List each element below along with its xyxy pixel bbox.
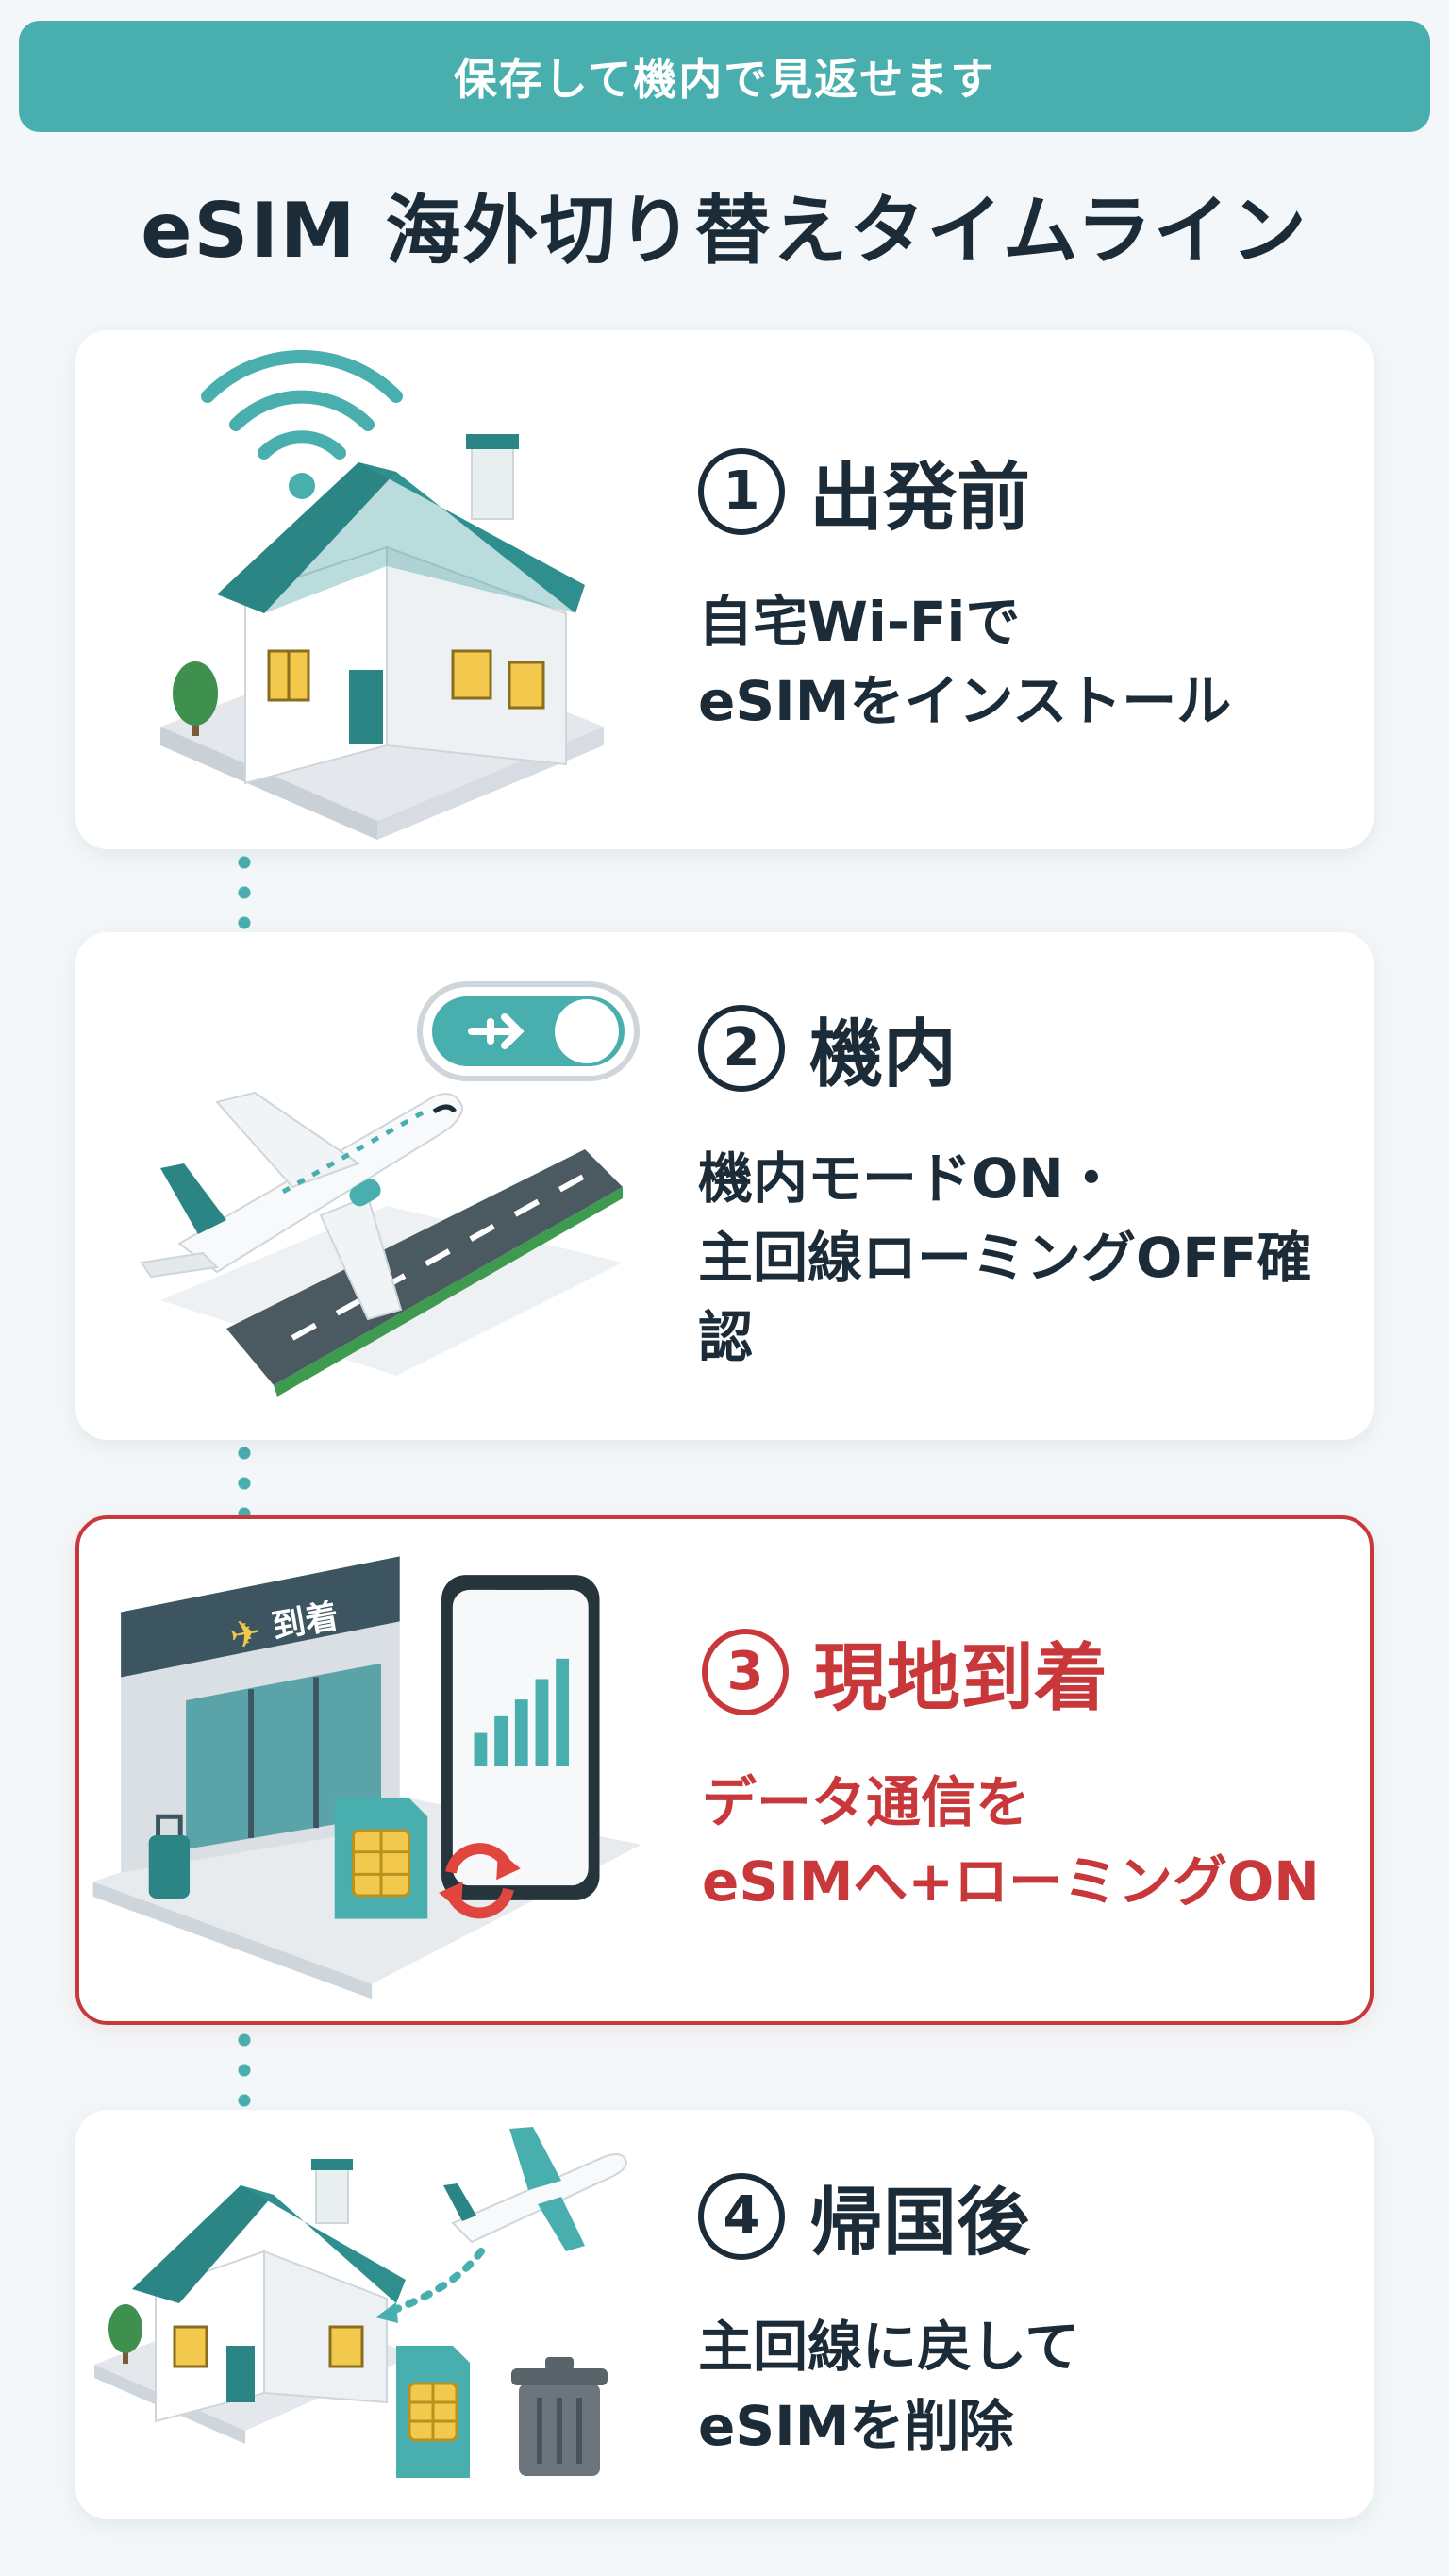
- step-card-after-return: 4 帰国後 主回線に戻して eSIMを削除: [75, 2110, 1374, 2519]
- banner-text: 保存して機内で見返せます: [454, 45, 996, 108]
- step-description-line: 機内モードON・: [698, 1139, 1345, 1218]
- step-description-line: データ通信を: [702, 1763, 1341, 1842]
- step-text: 2 機内 機内モードON・ 主回線ローミングOFF確認: [698, 932, 1345, 1440]
- timeline-connector: [238, 1438, 251, 1517]
- page-title: eSIM 海外切り替えタイムライン: [0, 170, 1449, 279]
- step-number-badge: 1: [698, 448, 785, 535]
- step-description-line: eSIMをインストール: [698, 661, 1345, 741]
- step-card-in-flight: 2 機内 機内モードON・ 主回線ローミングOFF確認: [75, 932, 1374, 1440]
- save-banner: 保存して機内で見返せます: [19, 21, 1430, 132]
- step-description-line: eSIMを削除: [698, 2386, 1345, 2466]
- airport-arrival-illustration: ✈ 到着: [79, 1519, 683, 2021]
- home-wifi-illustration: [75, 330, 679, 849]
- step-title: 出発前: [809, 439, 1030, 544]
- airplane-runway-illustration: [75, 932, 679, 1440]
- timeline-connector: [238, 847, 251, 934]
- step-text: 4 帰国後 主回線に戻して eSIMを削除: [698, 2110, 1345, 2519]
- step-heading: 3 現地到着: [702, 1619, 1341, 1725]
- trash-bin-icon: [511, 2357, 608, 2476]
- step-title: 機内: [809, 995, 957, 1101]
- step-description-line: 自宅Wi-Fiで: [698, 582, 1345, 661]
- step-description: 自宅Wi-Fiで eSIMをインストール: [698, 582, 1345, 741]
- airplane-mode-toggle-icon: [420, 984, 637, 1079]
- return-home-illustration: [75, 2110, 679, 2519]
- step-card-arrival: ✈ 到着: [75, 1515, 1374, 2025]
- step-description: 機内モードON・ 主回線ローミングOFF確認: [698, 1139, 1345, 1377]
- step-title: 帰国後: [809, 2164, 1030, 2269]
- step-heading: 4 帰国後: [698, 2164, 1345, 2269]
- step-title: 現地到着: [813, 1619, 1108, 1725]
- airplane-icon: [443, 2127, 626, 2251]
- step-number-badge: 2: [698, 1005, 785, 1092]
- step-description-line: 主回線に戻して: [698, 2307, 1345, 2386]
- step-card-before-departure: 1 出発前 自宅Wi-Fiで eSIMをインストール: [75, 330, 1374, 849]
- step-description-line: eSIMへ+ローミングON: [702, 1842, 1341, 1921]
- timeline-connector: [238, 2025, 251, 2112]
- sim-card-icon: [396, 2346, 470, 2478]
- step-text: 1 出発前 自宅Wi-Fiで eSIMをインストール: [698, 330, 1345, 849]
- step-description-line: 主回線ローミングOFF確認: [698, 1218, 1345, 1377]
- step-number-badge: 4: [698, 2173, 785, 2260]
- step-heading: 1 出発前: [698, 439, 1345, 544]
- step-description: データ通信を eSIMへ+ローミングON: [702, 1763, 1341, 1921]
- step-heading: 2 機内: [698, 995, 1345, 1101]
- step-number-badge: 3: [702, 1629, 789, 1715]
- step-description: 主回線に戻して eSIMを削除: [698, 2307, 1345, 2466]
- step-text: 3 現地到着 データ通信を eSIMへ+ローミングON: [702, 1519, 1341, 2021]
- sim-card-icon: [335, 1798, 428, 1919]
